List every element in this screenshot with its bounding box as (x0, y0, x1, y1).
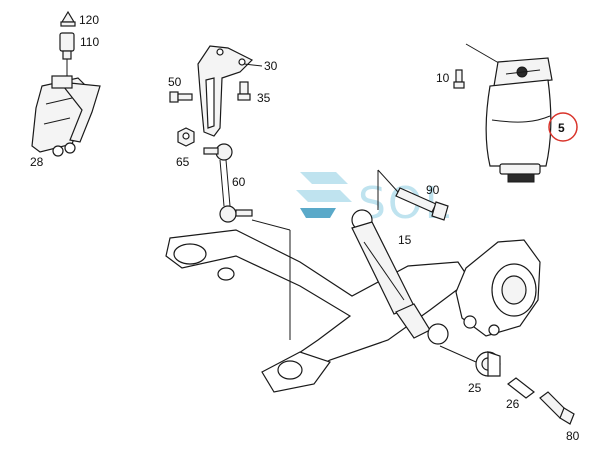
callout-28: 28 (30, 155, 44, 169)
part-26-sleeve[interactable] (507, 377, 535, 399)
leader-30 (243, 63, 263, 67)
watermark: SOL (296, 172, 449, 229)
callout-90: 90 (426, 183, 440, 197)
callout-5[interactable]: 5 (558, 121, 565, 135)
callout-25: 25 (468, 381, 482, 395)
callout-120: 120 (79, 13, 99, 27)
callout-30: 30 (264, 59, 278, 73)
part-110-connector[interactable] (59, 32, 75, 76)
wheel-hub-carrier (455, 239, 541, 337)
watermark-logo-stripe-bottom (300, 208, 336, 218)
callout-35: 35 (257, 91, 271, 105)
part-30-bracket[interactable] (197, 45, 254, 137)
callout-60: 60 (232, 175, 246, 189)
callout-26: 26 (506, 397, 520, 411)
part-65-nut[interactable] (177, 127, 195, 147)
part-5-air-spring[interactable] (485, 57, 553, 183)
subframe-assembly (165, 219, 471, 393)
callout-110: 110 (80, 35, 99, 49)
leader-90b (377, 169, 399, 193)
part-28-level-sensor[interactable] (31, 75, 101, 157)
callout-80: 80 (566, 429, 580, 443)
watermark-logo-stripe-mid (296, 190, 352, 202)
part-120-cap[interactable] (60, 10, 76, 27)
part-10-bolt[interactable] (453, 69, 465, 89)
callout-10: 10 (436, 71, 450, 85)
highlight-circle-5 (548, 112, 578, 142)
part-90-bolt[interactable] (395, 187, 449, 221)
callout-15: 15 (398, 233, 412, 247)
part-80-bolt[interactable] (539, 391, 575, 425)
callout-50: 50 (168, 75, 182, 89)
callout-65: 65 (176, 155, 190, 169)
part-15-shock-absorber[interactable] (351, 209, 449, 345)
leader-25 (439, 345, 477, 363)
watermark-logo-stripe-top (300, 172, 348, 184)
part-35-bolt[interactable] (237, 81, 251, 101)
part-60-stabilizer-link[interactable] (203, 143, 253, 223)
part-25-bushing[interactable] (475, 351, 501, 377)
part-50-bolt[interactable] (169, 91, 193, 103)
